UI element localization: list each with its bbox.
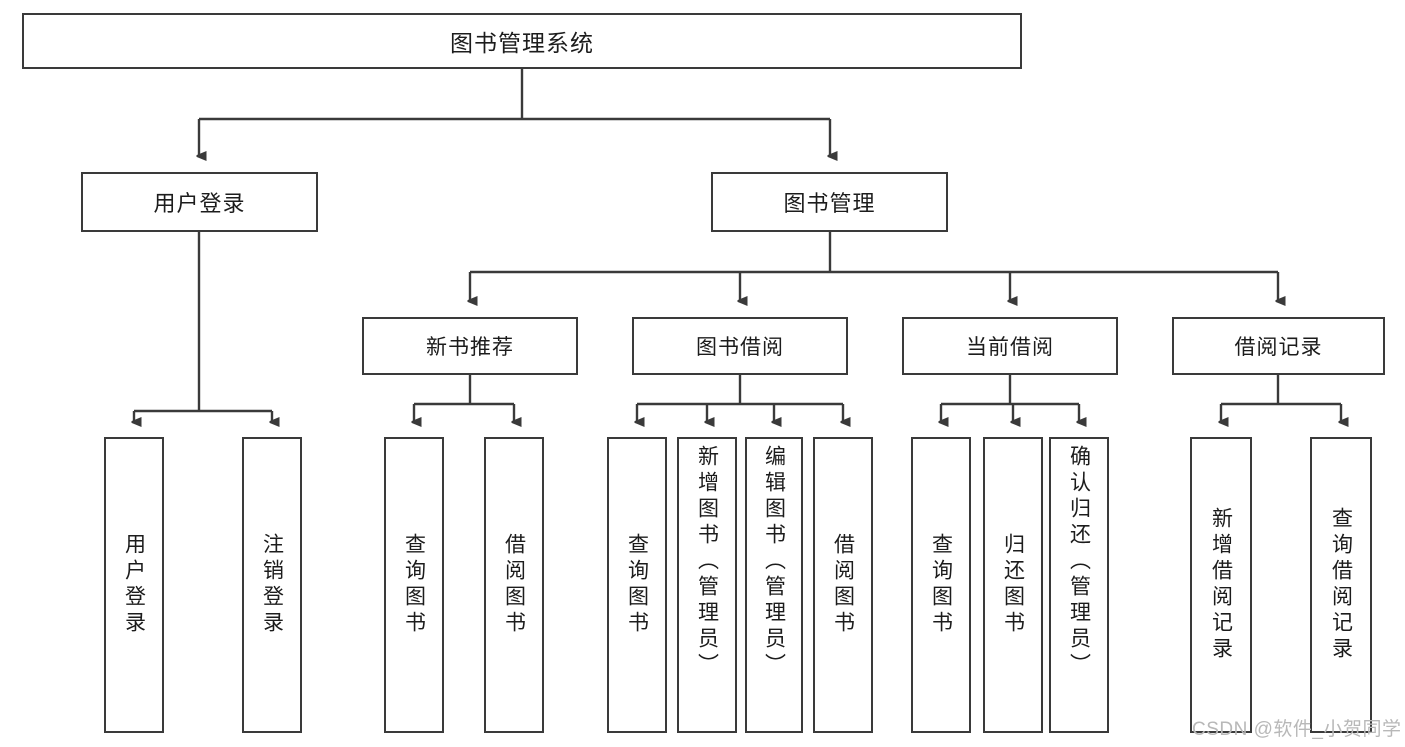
node-label: 用户登录	[122, 533, 146, 637]
csdn-watermark: CSDN @软件_小贺同学	[1192, 719, 1402, 740]
node-label: 借阅图书	[831, 533, 855, 637]
node-label: 借阅记录	[1234, 336, 1323, 359]
node-user-login[interactable]: 用户登录	[81, 172, 318, 232]
node-leaf-user-login[interactable]: 用户登录	[104, 437, 164, 733]
node-label: 确认归还（管理员）	[1067, 445, 1091, 679]
node-leaf-return-books[interactable]: 归还图书	[983, 437, 1043, 733]
node-leaf-query-books-borrow[interactable]: 查询图书	[607, 437, 667, 733]
node-new-book-recommendation[interactable]: 新书推荐	[362, 317, 578, 375]
node-label: 当前借阅	[966, 336, 1054, 359]
node-borrowing-records[interactable]: 借阅记录	[1172, 317, 1385, 375]
node-label: 图书借阅	[696, 336, 784, 359]
node-leaf-query-books-new[interactable]: 查询图书	[384, 437, 444, 733]
node-root-book-management-system[interactable]: 图书管理系统	[22, 13, 1022, 69]
node-label: 新增借阅记录	[1209, 507, 1233, 663]
node-leaf-logout[interactable]: 注销登录	[242, 437, 302, 733]
node-label: 查询图书	[625, 533, 649, 637]
node-label: 新书推荐	[426, 336, 514, 359]
node-label: 图书管理系统	[450, 30, 594, 56]
node-label: 图书管理	[783, 191, 876, 216]
node-leaf-borrow-books-new[interactable]: 借阅图书	[484, 437, 544, 733]
node-leaf-query-books-current[interactable]: 查询图书	[911, 437, 971, 733]
node-label: 查询图书	[929, 533, 953, 637]
node-label: 归还图书	[1001, 533, 1025, 637]
node-label: 查询图书	[402, 533, 426, 637]
node-book-management[interactable]: 图书管理	[711, 172, 948, 232]
node-leaf-query-borrow-record[interactable]: 查询借阅记录	[1310, 437, 1372, 733]
node-leaf-add-book-admin[interactable]: 新增图书（管理员）	[677, 437, 737, 733]
node-leaf-add-borrow-record[interactable]: 新增借阅记录	[1190, 437, 1252, 733]
node-current-borrowing[interactable]: 当前借阅	[902, 317, 1118, 375]
node-label: 新增图书（管理员）	[695, 445, 719, 679]
node-label: 注销登录	[260, 533, 284, 637]
node-label: 用户登录	[153, 191, 246, 216]
node-leaf-confirm-return-admin[interactable]: 确认归还（管理员）	[1049, 437, 1109, 733]
node-label: 查询借阅记录	[1329, 507, 1353, 663]
node-label: 编辑图书（管理员）	[762, 445, 786, 679]
node-leaf-edit-book-admin[interactable]: 编辑图书（管理员）	[745, 437, 803, 733]
node-label: 借阅图书	[502, 533, 526, 637]
node-book-borrowing[interactable]: 图书借阅	[632, 317, 848, 375]
node-leaf-borrow-books[interactable]: 借阅图书	[813, 437, 873, 733]
